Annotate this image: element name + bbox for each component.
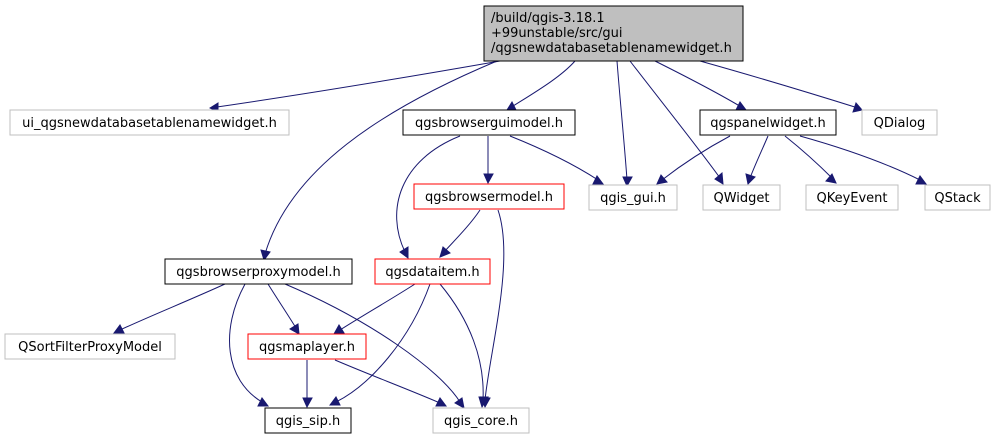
edge-root-to-panelwidget — [654, 60, 747, 111]
node-qgis-sip[interactable]: qgis_sip.h — [264, 407, 352, 434]
edge-panelwidget-to-qstack — [799, 135, 927, 185]
edge-panelwidget-to-qkeyevent — [784, 135, 837, 184]
edge-browsermodel-to-dataitem — [439, 209, 481, 258]
node-label: QSortFilterProxyModel — [18, 340, 162, 355]
node-label: QDialog — [874, 116, 926, 131]
edge-browserguimodel-to-dataitem — [396, 135, 461, 259]
edge-browserguimodel-to-browsermodel — [483, 136, 494, 185]
edge-dataitem-to-qgis-sip — [329, 283, 431, 406]
edge-browserproxymodel-to-maplayer — [267, 283, 300, 335]
node-label: ui_qgsnewdatabasetablenamewidget.h — [22, 116, 277, 131]
node-maplayer[interactable]: qgsmaplayer.h — [247, 333, 367, 360]
edge-browserproxymodel-to-qgis-sip — [229, 283, 269, 407]
edge-browserproxymodel-to-qgis-core — [284, 283, 465, 409]
edge-root-to-ui-widget — [208, 60, 501, 113]
node-qgis-core: qgis_core.h — [432, 407, 530, 434]
node-browserproxymodel[interactable]: qgsbrowserproxymodel.h — [164, 258, 353, 285]
edge-root-to-browserproxymodel — [260, 60, 498, 262]
root-label-line-2: +99unstable/src/gui — [491, 26, 622, 41]
node-label: QKeyEvent — [816, 191, 887, 206]
node-label: qgsdataitem.h — [385, 265, 479, 280]
edge-browserproxymodel-to-qsortfilter — [113, 283, 226, 334]
node-qwidget: QWidget — [702, 184, 781, 211]
node-label: QWidget — [713, 191, 769, 206]
node-root-file[interactable]: /build/qgis-3.18.1 +99unstable/src/gui /… — [483, 5, 744, 62]
node-qdialog: QDialog — [861, 109, 938, 136]
node-browserguimodel[interactable]: qgsbrowserguimodel.h — [402, 109, 576, 136]
nodes-layer: /build/qgis-3.18.1 +99unstable/src/gui /… — [4, 5, 991, 434]
edge-root-to-qwidget — [629, 60, 724, 185]
root-label-line-1: /build/qgis-3.18.1 — [491, 11, 605, 26]
edge-browserguimodel-to-qgis-gui — [509, 135, 604, 185]
edge-maplayer-to-qgis-core — [334, 359, 447, 407]
edge-dataitem-to-qgis-core — [439, 283, 489, 409]
node-label: qgspanelwidget.h — [710, 116, 826, 131]
root-label-line-3: /qgsnewdatabasetablenamewidget.h — [491, 41, 732, 56]
node-label: qgsbrowsermodel.h — [425, 190, 553, 205]
node-qgis-gui: qgis_gui.h — [588, 184, 678, 211]
node-label: qgsbrowserproxymodel.h — [176, 265, 340, 280]
edge-dataitem-to-maplayer — [333, 283, 416, 335]
node-label: qgsmaplayer.h — [259, 340, 355, 355]
edge-maplayer-to-qgis-sip — [302, 360, 313, 409]
edge-panelwidget-to-qwidget — [745, 135, 769, 186]
edge-root-to-browserguimodel — [506, 60, 576, 111]
node-ui-widget: ui_qgsnewdatabasetablenamewidget.h — [9, 109, 290, 136]
node-label: qgis_core.h — [444, 414, 518, 429]
node-label: qgis_sip.h — [276, 414, 340, 429]
edges-layer — [113, 60, 927, 409]
edge-root-to-qgis-gui — [616, 60, 633, 188]
edge-browsermodel-to-qgis-core — [480, 209, 505, 409]
node-label: qgis_gui.h — [600, 191, 666, 206]
node-dataitem[interactable]: qgsdataitem.h — [374, 258, 491, 285]
node-qsortfilterproxymodel: QSortFilterProxyModel — [4, 333, 176, 360]
node-label: qgsbrowserguimodel.h — [415, 116, 563, 131]
node-label: QStack — [934, 191, 981, 206]
edge-root-to-qdialog — [699, 60, 863, 113]
node-panelwidget[interactable]: qgspanelwidget.h — [699, 109, 837, 136]
node-browsermodel[interactable]: qgsbrowsermodel.h — [413, 183, 565, 210]
node-qkeyevent: QKeyEvent — [805, 184, 899, 211]
edge-panelwidget-to-qgis-gui — [656, 135, 731, 185]
node-qstack: QStack — [924, 184, 991, 211]
